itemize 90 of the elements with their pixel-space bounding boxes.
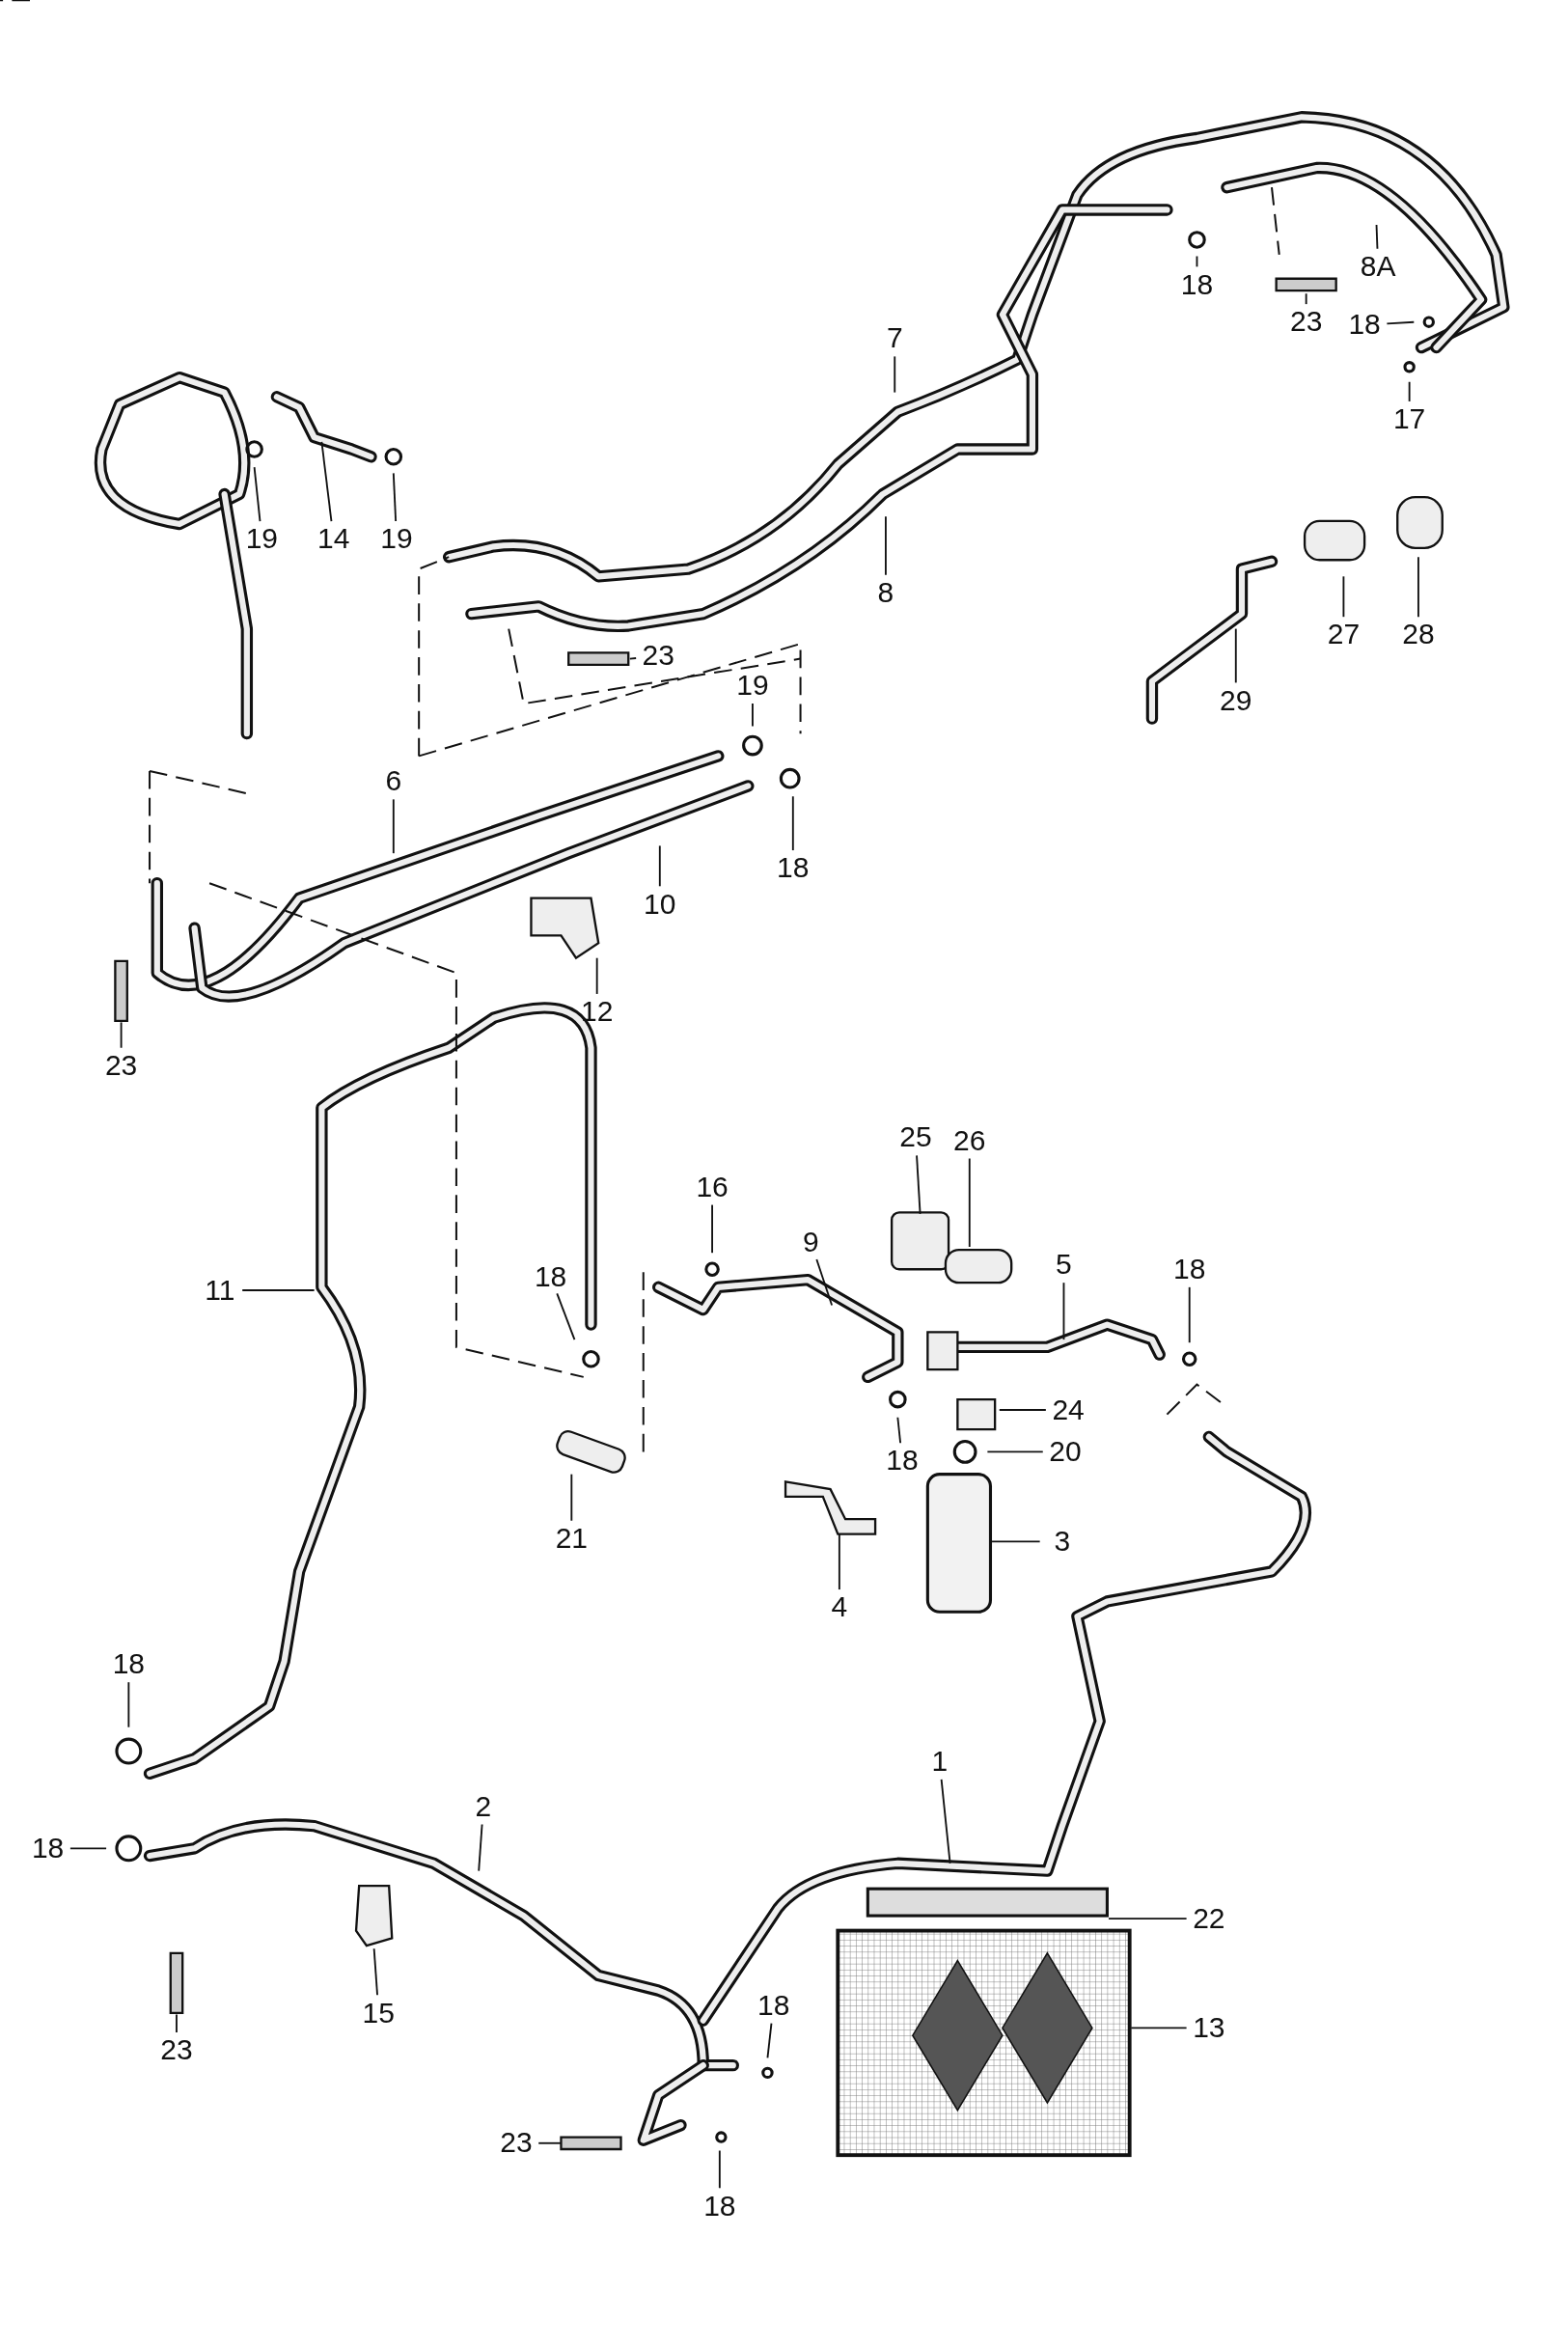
callout-number: 16	[696, 1172, 729, 1201]
callout-number: 23	[160, 2035, 193, 2065]
leader-line	[894, 355, 896, 394]
callout-number: 8A	[1360, 252, 1396, 281]
callout-number: 18	[534, 1261, 567, 1291]
leader-line	[372, 1947, 378, 1997]
leader-line	[556, 1292, 576, 1341]
callout-number: 12	[581, 997, 614, 1027]
callout-number: 28	[1402, 620, 1435, 649]
leader-line	[916, 1154, 922, 1215]
leader-line	[658, 844, 661, 888]
leader-line	[1417, 556, 1419, 619]
leader-line	[940, 1778, 951, 1864]
leader-line	[1062, 1282, 1065, 1341]
callout-number: 5	[1056, 1250, 1072, 1280]
leader-line	[791, 795, 794, 851]
callout-number: 23	[500, 2128, 533, 2158]
callout-number: 29	[1220, 685, 1252, 715]
callout-number: 18	[1180, 269, 1214, 299]
callout-number: 13	[1193, 2013, 1225, 2042]
callout-number: 25	[899, 1122, 932, 1152]
callout-number: 18	[777, 853, 810, 883]
callout-number: 14	[317, 524, 350, 554]
callout-number: 17	[1392, 404, 1426, 434]
leader-line	[1188, 1285, 1191, 1344]
callout-number: 18	[31, 1833, 65, 1863]
leader-line	[127, 1681, 130, 1728]
leader-line	[1408, 380, 1411, 402]
callout-number: 24	[1052, 1394, 1085, 1424]
callout-number: 23	[104, 1051, 138, 1080]
callout-number: 23	[642, 641, 674, 671]
callout-number: 18	[756, 1990, 790, 2020]
leader-line	[478, 1823, 483, 1872]
leader-line	[838, 1532, 840, 1590]
leader-line	[718, 2149, 721, 2190]
callout-number: 3	[1054, 1527, 1071, 1557]
leader-line	[752, 703, 754, 728]
leader-line	[392, 798, 395, 855]
callout-number: 23	[1289, 307, 1323, 337]
callout-number: 10	[644, 889, 676, 919]
leader-line	[991, 1540, 1041, 1543]
leader-line	[885, 515, 887, 576]
callout-number: 22	[1193, 1903, 1225, 1933]
callout-number: 19	[380, 524, 413, 554]
callout-number: 21	[555, 1524, 588, 1553]
leader-line	[253, 466, 261, 523]
callout-number: 7	[886, 323, 903, 353]
leader-line	[766, 2022, 773, 2059]
leader-line	[896, 1416, 902, 1445]
callout-number: 18	[112, 1649, 146, 1679]
callout-number: 27	[1327, 620, 1361, 649]
callout-number: 18	[703, 2191, 736, 2221]
callout-number: 19	[736, 671, 769, 701]
leader-line	[537, 2141, 563, 2144]
leader-line	[1342, 575, 1345, 619]
callout-number: 18	[1348, 310, 1381, 340]
leader-line	[320, 440, 333, 523]
leader-line	[998, 1409, 1047, 1411]
leader-line	[1196, 255, 1198, 268]
leader-line	[1305, 292, 1307, 306]
leader-line	[968, 1157, 971, 1248]
leader-line	[628, 657, 638, 660]
leader-line	[176, 2013, 178, 2033]
leader-line	[392, 472, 398, 522]
leader-line	[986, 1450, 1044, 1453]
callout-number: 19	[245, 524, 279, 554]
leader-line	[1386, 320, 1416, 325]
callout-number: 18	[886, 1446, 919, 1476]
leader-line	[1375, 224, 1379, 250]
leader-line	[69, 1847, 108, 1850]
leader-line	[570, 1473, 573, 1522]
callout-number: 11	[205, 1275, 235, 1305]
callout-number: 4	[831, 1592, 848, 1622]
leader-line	[241, 1289, 316, 1291]
leader-line	[711, 1203, 713, 1255]
callout-number: 6	[385, 766, 402, 796]
callout-number: 8	[877, 578, 894, 607]
leader-line	[595, 956, 598, 995]
callout-number: 18	[1173, 1254, 1206, 1284]
callout-number: 26	[953, 1125, 986, 1155]
leader-line	[1130, 2027, 1188, 2029]
callout-number: 2	[475, 1791, 492, 1821]
leader-line	[120, 1021, 123, 1049]
callout-number: 15	[362, 1998, 395, 2028]
leader-line	[815, 1258, 834, 1307]
callout-number: 9	[803, 1227, 819, 1256]
callout-number: 20	[1049, 1437, 1082, 1467]
callout-number: 1	[931, 1747, 949, 1776]
leader-line	[1234, 627, 1237, 684]
leader-line	[1108, 1918, 1188, 1920]
